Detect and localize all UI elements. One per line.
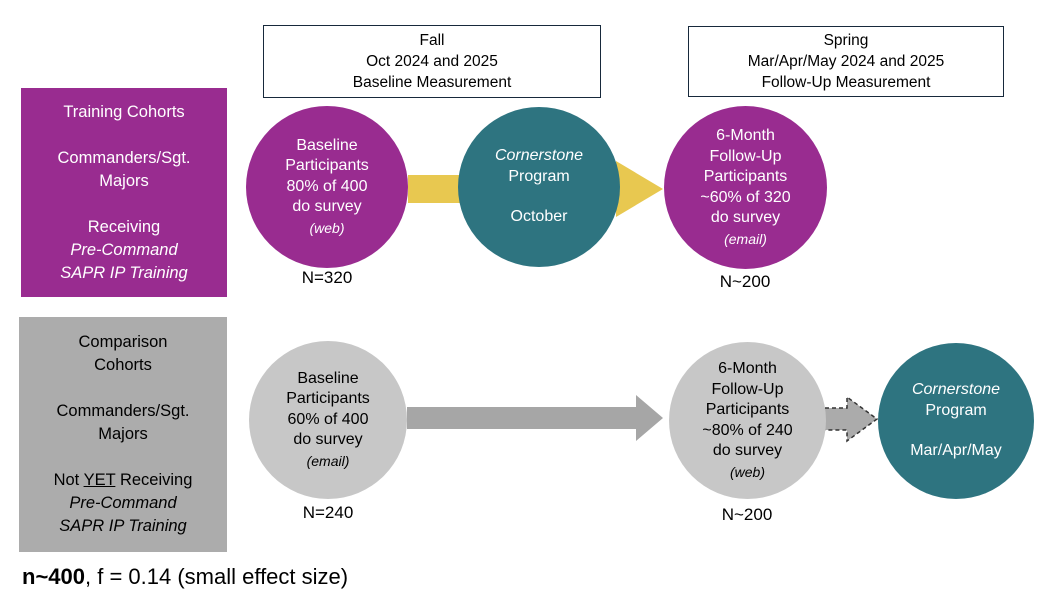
n-label-comparison-followup: N~200 bbox=[721, 505, 773, 524]
training-box-role-1: Commanders/Sgt. bbox=[57, 148, 191, 167]
training-box-title: Training Cohorts bbox=[63, 102, 185, 121]
training-baseline-circle: Baseline Participants 80% of 400 do surv… bbox=[246, 106, 408, 268]
fall-header-box: Fall Oct 2024 and 2025 Baseline Measurem… bbox=[263, 25, 601, 98]
comparison-box-program-2: SAPR IP Training bbox=[59, 517, 187, 535]
comparison-box-title-2: Cohorts bbox=[94, 356, 152, 374]
spring-dates: Mar/Apr/May 2024 and 2025 bbox=[747, 53, 945, 70]
cornerstone-program-spring-circle: Cornerstone Program Mar/Apr/May bbox=[878, 343, 1034, 499]
training-box-role-2: Majors bbox=[99, 171, 149, 190]
spring-header-box: Spring Mar/Apr/May 2024 and 2025 Follow-… bbox=[688, 26, 1004, 97]
training-box-program-2: SAPR IP Training bbox=[60, 263, 188, 282]
n-label-training-baseline: N=320 bbox=[301, 268, 353, 287]
fall-dates: Oct 2024 and 2025 bbox=[366, 53, 498, 70]
spacer bbox=[19, 446, 227, 469]
spring-season: Spring bbox=[823, 32, 869, 49]
training-cohorts-box: Training Cohorts Commanders/Sgt. Majors … bbox=[21, 88, 227, 297]
spring-measurement: Follow-Up Measurement bbox=[761, 74, 931, 91]
comparison-cohorts-box: Comparison Cohorts Commanders/Sgt. Major… bbox=[19, 317, 227, 552]
comparison-box-role-1: Commanders/Sgt. bbox=[56, 402, 190, 420]
fall-measurement: Baseline Measurement bbox=[352, 74, 512, 91]
training-followup-circle: 6-Month Follow-Up Participants ~60% of 3… bbox=[664, 106, 827, 269]
effect-size-note: n~400, f = 0.14 (small effect size) bbox=[22, 564, 349, 589]
program-timing: Mar/Apr/May bbox=[910, 442, 1002, 460]
cornerstone-program-fall-circle: Cornerstone Program October bbox=[458, 107, 620, 267]
survey-mode-note: (email) bbox=[724, 230, 767, 247]
n-label-comparison-baseline: N=240 bbox=[302, 503, 354, 522]
spacer bbox=[19, 377, 227, 400]
program-name: Cornerstone bbox=[911, 381, 1001, 399]
comparison-followup-circle: 6-Month Follow-Up Participants ~80% of 2… bbox=[669, 342, 826, 499]
comparison-baseline-circle: Baseline Participants 60% of 400 do surv… bbox=[249, 341, 407, 499]
n-label-training-followup: N~200 bbox=[719, 272, 771, 291]
survey-mode-note: (web) bbox=[309, 219, 345, 236]
spacer bbox=[21, 193, 227, 216]
fall-season: Fall bbox=[419, 32, 445, 49]
survey-mode-note: (web) bbox=[729, 463, 765, 480]
program-timing: October bbox=[510, 208, 568, 226]
survey-mode-note: (email) bbox=[306, 452, 350, 469]
training-box-program-1: Pre-Command bbox=[70, 240, 178, 259]
comparison-box-program-1: Pre-Command bbox=[69, 494, 177, 512]
comparison-box-role-2: Majors bbox=[98, 425, 148, 443]
training-box-receiving: Receiving bbox=[87, 217, 161, 236]
comparison-box-title-1: Comparison bbox=[78, 333, 168, 351]
dashed-future-arrow-icon bbox=[817, 395, 879, 443]
sample-size: n~400 bbox=[22, 564, 85, 589]
comparison-flow-arrow-icon bbox=[407, 395, 663, 441]
program-name: Cornerstone bbox=[494, 147, 584, 165]
spacer bbox=[21, 124, 227, 147]
underlined-yet: YET bbox=[83, 471, 116, 489]
comparison-box-receiving: Not YET Receiving bbox=[53, 471, 193, 489]
